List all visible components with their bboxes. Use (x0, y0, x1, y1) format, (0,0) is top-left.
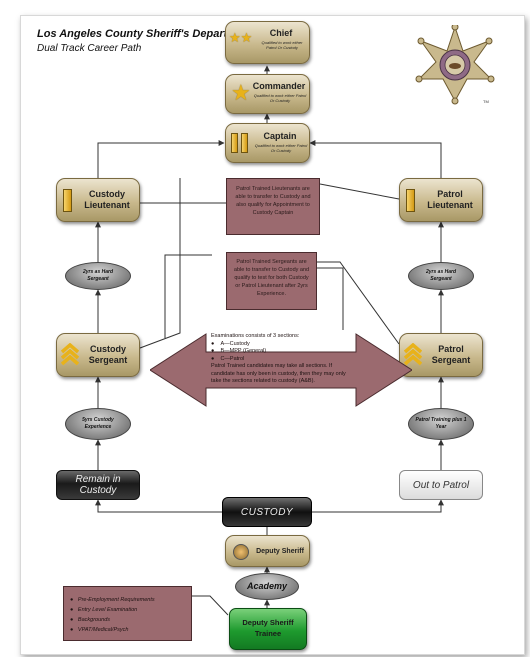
exam-footer: Patrol Trained candidates may take all s… (211, 363, 346, 384)
entry-requirement-item: ● Backgrounds (70, 617, 111, 623)
academy-ellipse: Academy (235, 573, 299, 600)
patrol-sergeant-node: Patrol Sergeant (399, 333, 483, 377)
star-icon: ★★ (229, 30, 253, 45)
commander-title: Commander (252, 81, 306, 91)
deputy-sheriff-title: Deputy Sheriff (256, 548, 304, 555)
custody-sergeant-requirement: 5yrs Custody Experience (65, 408, 131, 440)
commander-note: Qualified to work either Patrol Or Custo… (253, 93, 307, 103)
captain-bars-icon (231, 133, 249, 153)
patrol-lieutenant-node: Patrol Lieutenant (399, 178, 483, 222)
entry-requirement-item: ● Pre-Employment Requirements (70, 597, 155, 603)
chief-title: Chief (269, 28, 293, 38)
patrol-sergeant-title: Patrol Sergeant (431, 344, 471, 365)
page-subtitle: Dual Track Career Path (37, 43, 142, 54)
custody-lieutenant-requirement: 2yrs as Hard Sergeant (65, 262, 131, 290)
captain-node: Captain Qualified to work either Patrol … (225, 123, 310, 163)
chief-node: ★★ Chief Qualified to work either Patrol… (225, 21, 310, 64)
custody-sergeant-node: Custody Sergeant (56, 333, 140, 377)
custody-box: CUSTODY (222, 497, 312, 527)
entry-requirement-item: ● VPAT/Medical/Psych (70, 627, 129, 633)
badge-tm-mark: TM (483, 99, 489, 104)
custody-lieutenant-title: Custody Lieutenant (84, 189, 130, 210)
deputy-sheriff-node: Deputy Sheriff (225, 535, 310, 567)
entry-requirement-item: ● Entry Level Examination (70, 607, 138, 613)
remain-in-custody-box: Remain in Custody (56, 470, 140, 500)
sergeant-transfer-note: Patrol Trained Sergeants are able to tra… (226, 252, 317, 310)
captain-title: Captain (263, 131, 297, 141)
custody-sergeant-title: Custody Sergeant (88, 344, 128, 365)
patrol-sergeant-requirement: Patrol Training plus 1 Year (408, 408, 474, 440)
exam-note: Examinations consists of 3 sections: ● A… (211, 333, 356, 386)
trainee-title: Deputy Sheriff Trainee (242, 618, 294, 638)
custody-lieutenant-node: Custody Lieutenant (56, 178, 140, 222)
patrol-lieutenant-requirement: 2yrs as Hard Sergeant (408, 262, 474, 290)
patrol-lieutenant-title: Patrol Lieutenant (427, 189, 473, 210)
sheriff-star-badge-logo (415, 25, 495, 105)
star-icon: ★ (231, 80, 251, 105)
lieutenant-transfer-note: Patrol Trained Lieutenants are able to t… (226, 178, 320, 235)
chief-note: Qualified to work either Patrol Or Custo… (261, 40, 303, 50)
page-title: Los Angeles County Sheriff's Department (37, 28, 254, 40)
sergeant-chevron-icon (61, 343, 79, 366)
exam-section: ● A—Custody (211, 340, 250, 347)
exam-section: ● B—MPP (General) (211, 348, 267, 354)
exam-double-arrow (150, 333, 412, 407)
sergeant-chevron-icon (404, 343, 422, 366)
exam-section: ● C—Patrol (211, 355, 245, 362)
out-to-patrol-box: Out to Patrol (399, 470, 483, 500)
badge-icon (233, 544, 249, 560)
entry-requirements-box: ● Pre-Employment Requirements ● Entry Le… (63, 586, 192, 641)
lieutenant-bar-icon (406, 189, 415, 212)
captain-note: Qualified to work either Patrol Or Custo… (254, 143, 308, 153)
lieutenant-bar-icon (63, 189, 72, 212)
exam-intro: Examinations consists of 3 sections: (211, 333, 300, 339)
trainee-node: Deputy Sheriff Trainee (229, 608, 307, 650)
commander-node: ★ Commander Qualified to work either Pat… (225, 74, 310, 114)
